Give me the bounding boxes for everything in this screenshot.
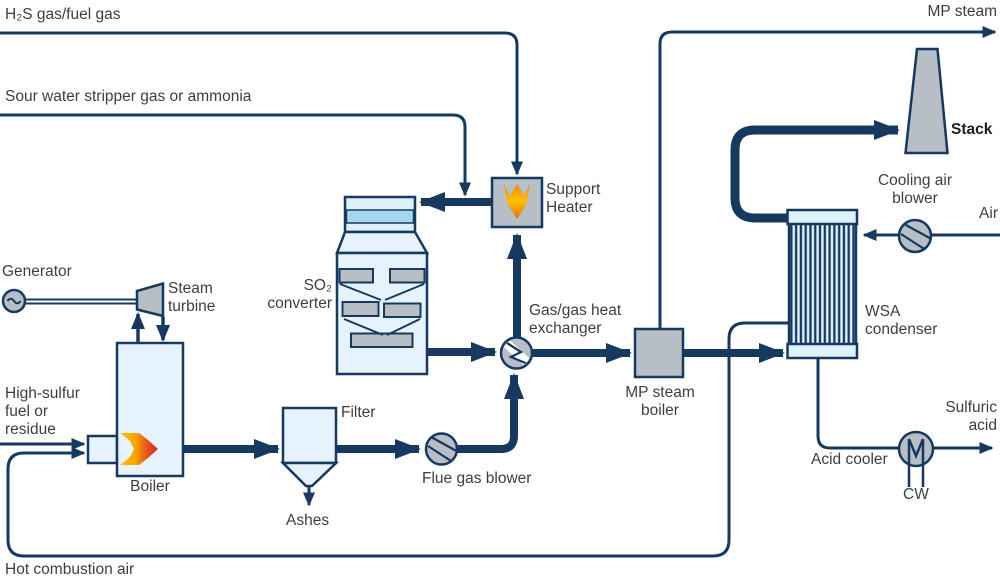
steam-turbine-icon [135, 281, 165, 318]
generator-shaft [25, 298, 137, 305]
filter-icon [279, 406, 340, 488]
so2-converter-icon [335, 195, 430, 376]
sulfuric-acid-line [816, 358, 994, 454]
mp-steam-line [658, 26, 997, 329]
label-sour-water-gas: Sour water stripper gas or ammonia [5, 88, 252, 105]
label-h2s-gas: H₂S gas/fuel gas [5, 6, 121, 23]
catalyst-beds [338, 268, 426, 348]
label-boiler: Boiler [130, 478, 170, 495]
label-wsa-condenser: WSA condenser [865, 303, 938, 338]
boiler-icon [86, 341, 185, 478]
label-mp-steam-boiler: MP steam boiler [625, 384, 695, 419]
gas-gas-heat-exchanger-icon [499, 336, 534, 370]
support-heater-icon [490, 176, 544, 229]
sour-water-gas-line [0, 113, 471, 197]
flame-icon [504, 184, 530, 219]
label-flue-gas-blower: Flue gas blower [422, 470, 532, 487]
burner-box [86, 434, 119, 465]
hot-combustion-air-line [6, 321, 790, 558]
label-hot-combustion-air: Hot combustion air [5, 561, 135, 578]
label-acid-cooler: Acid cooler [811, 451, 888, 468]
bed-funnels [339, 283, 425, 336]
label-support-heater: Support Heater [546, 181, 601, 216]
stack-icon [904, 47, 949, 155]
label-high-sulfur-feed: High-sulfur fuel or residue [5, 385, 80, 438]
cooling-air-blower-icon [897, 218, 933, 254]
label-steam-turbine: Steam turbine [168, 280, 216, 315]
label-generator: Generator [2, 263, 72, 280]
label-sulfuric-acid: Sulfuric acid [945, 399, 997, 434]
flame-icon [120, 433, 158, 465]
tube-bundle [789, 223, 856, 345]
label-cw: CW [903, 486, 929, 503]
label-air: Air [979, 205, 998, 222]
label-so2-converter: SO₂ converter [267, 277, 332, 312]
mp-steam-boiler-icon [633, 327, 685, 379]
wave-icon [6, 297, 22, 305]
label-mp-steam: MP steam [927, 3, 998, 20]
h2s-gas-line [0, 31, 523, 176]
label-gas-gas-heat-exchanger: Gas/gas heat exchanger [529, 302, 622, 337]
label-cooling-air-blower: Cooling air blower [877, 172, 953, 207]
label-ashes: Ashes [286, 512, 330, 529]
label-filter: Filter [341, 404, 376, 421]
label-stack: Stack [951, 121, 993, 138]
wsa-condenser-icon [786, 208, 859, 360]
generator-icon [1, 288, 27, 314]
condenser-to-stack-duct [730, 120, 900, 223]
flue-gas-blower-icon [424, 432, 459, 466]
acid-cooler-icon [897, 430, 935, 487]
blower-to-exchanger-duct [457, 373, 524, 453]
